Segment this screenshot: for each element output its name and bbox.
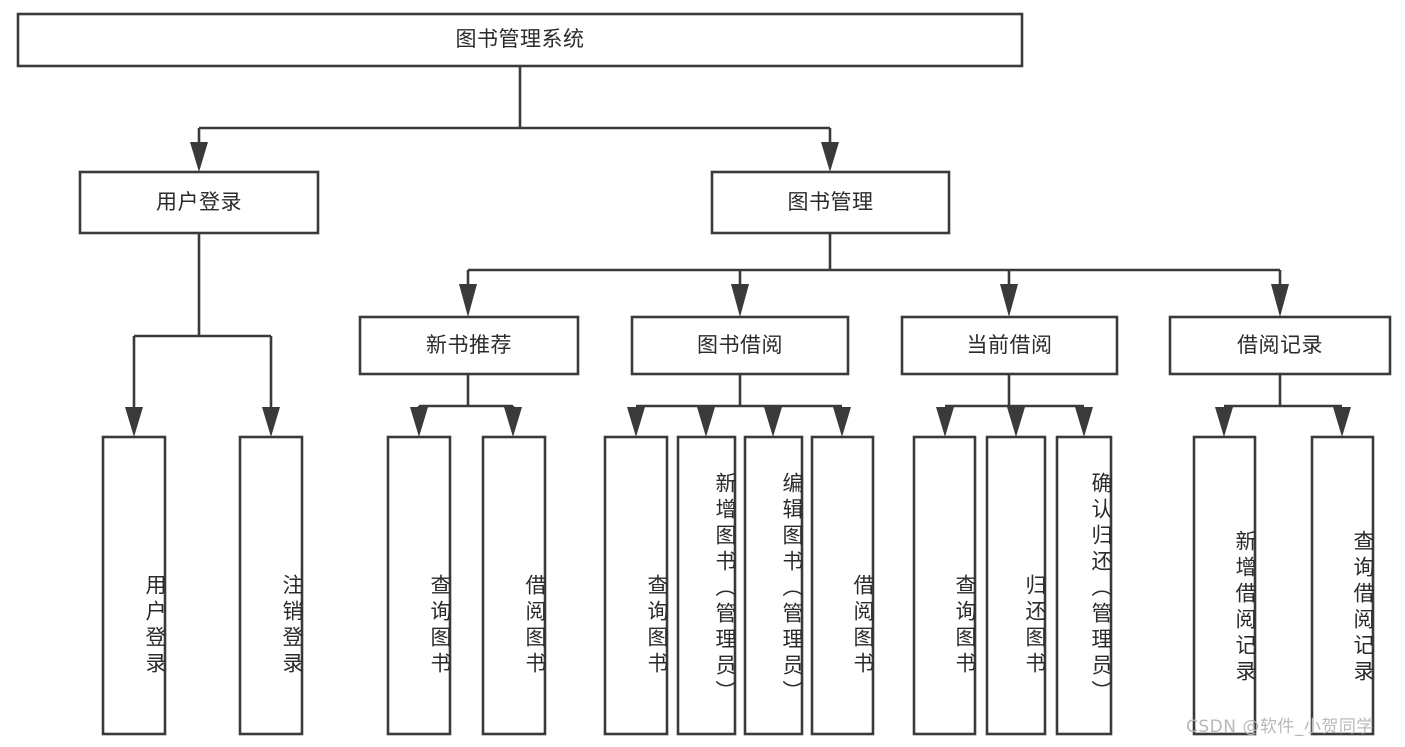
node-leaf-logout-box[interactable] bbox=[238, 435, 304, 736]
arrowhead-currentborrow-leaf-3-icon bbox=[1075, 407, 1093, 437]
arrowhead-currentborrow-leaf-1-icon bbox=[936, 407, 954, 437]
arrowhead-leaf-logout-icon bbox=[262, 407, 280, 437]
node-leaf-borrow-book-2-box[interactable] bbox=[810, 435, 875, 736]
node-leaf-return-book-box[interactable] bbox=[985, 435, 1047, 736]
node-borrow-record-box[interactable] bbox=[1168, 315, 1392, 376]
arrowhead-leaf-user-login-icon bbox=[125, 407, 143, 437]
node-leaf-edit-book-box[interactable] bbox=[743, 435, 804, 736]
node-new-book-recommend-box[interactable] bbox=[358, 315, 580, 376]
arrowhead-bookborrow-leaf-3-icon bbox=[764, 407, 782, 437]
node-leaf-query-record-box[interactable] bbox=[1310, 435, 1375, 736]
node-leaf-borrow-book-1-box[interactable] bbox=[481, 435, 547, 736]
arrowhead-bookborrow-leaf-4-icon bbox=[833, 407, 851, 437]
node-current-borrow-box[interactable] bbox=[900, 315, 1119, 376]
arrowhead-newbook-leaf-1-icon bbox=[410, 407, 428, 437]
node-leaf-query-book-3-box[interactable] bbox=[912, 435, 977, 736]
arrowhead-bookborrow-icon bbox=[731, 284, 749, 317]
node-root-box[interactable] bbox=[16, 12, 1024, 68]
arrowhead-newbook-icon bbox=[459, 284, 477, 317]
arrowhead-userlogin-icon bbox=[190, 142, 208, 172]
node-leaf-query-book-2-box[interactable] bbox=[603, 435, 669, 736]
arrowhead-borrowrecord-leaf-2-icon bbox=[1333, 407, 1351, 437]
node-leaf-confirm-return-box[interactable] bbox=[1055, 435, 1113, 736]
arrowhead-currentborrow-icon bbox=[1000, 284, 1018, 317]
arrowhead-bookborrow-leaf-2-icon bbox=[697, 407, 715, 437]
arrowhead-bookborrow-leaf-1-icon bbox=[627, 407, 645, 437]
arrowhead-borrowrecord-leaf-1-icon bbox=[1215, 407, 1233, 437]
arrowhead-newbook-leaf-2-icon bbox=[504, 407, 522, 437]
node-leaf-add-record-box[interactable] bbox=[1192, 435, 1257, 736]
node-book-borrow-box[interactable] bbox=[630, 315, 850, 376]
node-leaf-add-book-box[interactable] bbox=[676, 435, 737, 736]
node-user-login-box[interactable] bbox=[78, 170, 320, 235]
arrowhead-borrowrecord-icon bbox=[1271, 284, 1289, 317]
node-leaf-query-book-1-box[interactable] bbox=[386, 435, 452, 736]
node-book-management-box[interactable] bbox=[710, 170, 951, 235]
node-leaf-user-login-box[interactable] bbox=[101, 435, 167, 736]
arrowhead-bookmgmt-icon bbox=[821, 142, 839, 172]
arrowhead-currentborrow-leaf-2-icon bbox=[1007, 407, 1025, 437]
